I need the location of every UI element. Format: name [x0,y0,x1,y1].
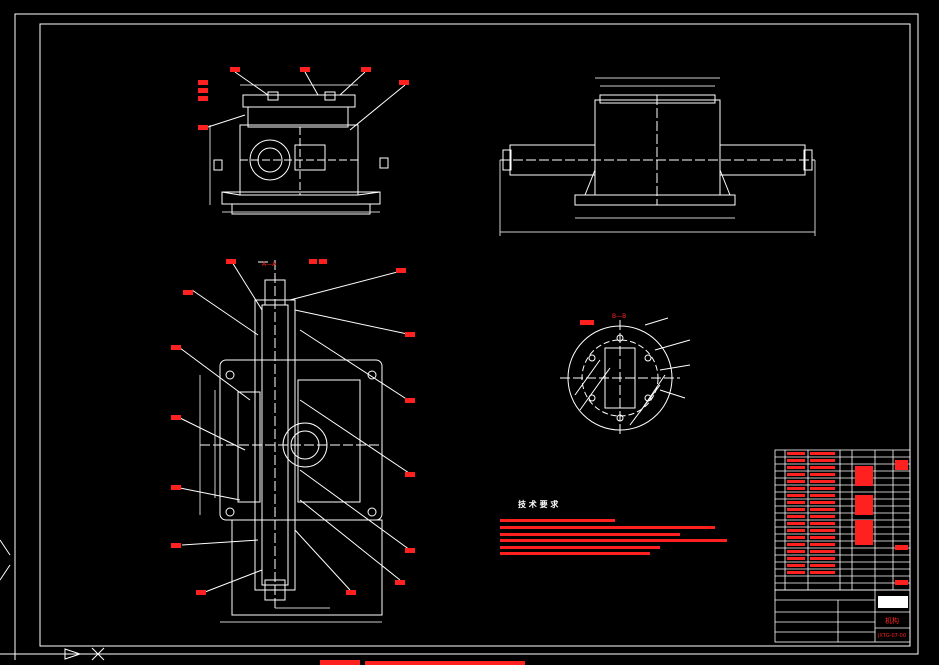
technical-requirements-notes [500,519,727,555]
section-view-b-labels [580,320,594,325]
sheet-corner-marks [0,539,105,661]
front-view-labels [198,67,409,130]
section-view-a [179,260,413,623]
title-block-drawing-name: 机构 [885,616,899,625]
section-a-label: A—A [262,261,277,268]
parts-list-entries [787,452,908,585]
parts-list [774,449,911,591]
bottom-notes [320,660,525,665]
title-block-drawing-number: JXTG-07-00 [877,633,906,639]
section-view-b [560,317,691,436]
section-view-a-labels [171,259,415,595]
section-b-label: B—B [612,313,626,320]
title-block [774,589,911,643]
front-view [204,71,406,215]
sheet-border [14,13,919,660]
side-view [499,77,816,236]
parts-list-rows [775,456,910,584]
technical-requirements-title: 技 术 要 求 [518,499,559,509]
